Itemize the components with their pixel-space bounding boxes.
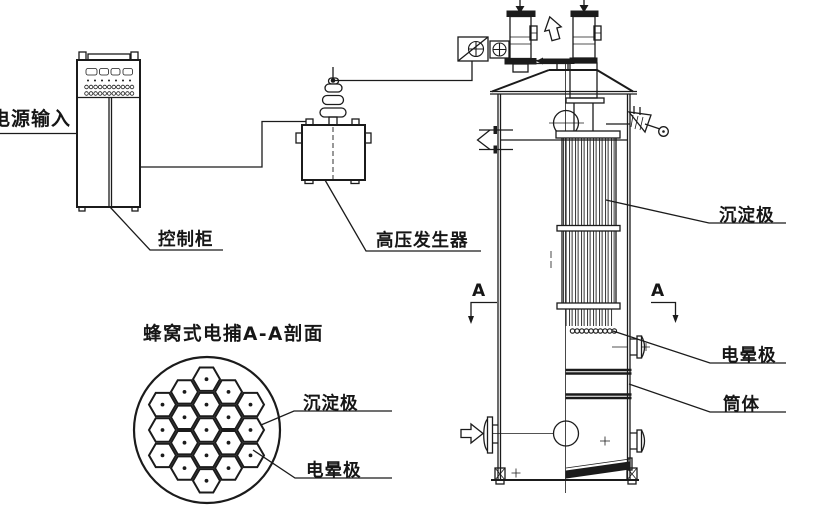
- lifting-davit: [606, 106, 669, 137]
- power-input-label: 电源输入: [0, 108, 72, 130]
- sloped-bottom-plate: [565, 457, 633, 479]
- wall-bracket: [476, 126, 513, 154]
- insulator-stack: [319, 67, 347, 126]
- control-cabinet-label: 控制柜: [158, 230, 214, 250]
- section-marker-right-lines: [651, 301, 679, 323]
- fan-icon: [467, 40, 485, 58]
- gas-inlet-arrow: [460, 422, 485, 445]
- hv-cable: [330, 61, 473, 83]
- cross-section-settling-electrode-label: 沉淀极: [303, 394, 359, 414]
- control-knobs: [84, 84, 135, 96]
- settling-electrode-label: 沉淀极: [719, 206, 775, 226]
- section-marker-a-right: A: [651, 281, 665, 301]
- damper-assembly: [457, 36, 510, 62]
- gas-flow-up-arrow: [543, 15, 563, 42]
- hv-transformer: [295, 67, 372, 185]
- manhole-bottom: [552, 420, 580, 447]
- vessel-base: [491, 467, 639, 485]
- precipitator-vessel: [460, 0, 669, 493]
- down-arrow-icon: [515, 6, 525, 14]
- gas-inlet: [460, 416, 553, 454]
- section-marker-a-left: A: [472, 281, 486, 301]
- cross-section-corona-electrode-label: 电晕极: [306, 461, 362, 481]
- tube-bundle: [550, 130, 621, 334]
- shell-bands: [565, 368, 632, 400]
- leader-lines: [109, 179, 786, 479]
- indicator-lights: [87, 79, 131, 82]
- cross-section-title: 蜂窝式电捕A-A剖面: [143, 324, 324, 345]
- cabinet-to-transformer-wire: [140, 120, 307, 168]
- shell-body-label: 筒体: [723, 395, 760, 415]
- valve-icon: [492, 42, 507, 57]
- control-cabinet: [76, 51, 141, 212]
- insulator-left: [504, 0, 538, 73]
- indicator-displays: [85, 68, 133, 76]
- insulator-right: [565, 0, 605, 131]
- section-marker-left-lines: [468, 301, 497, 324]
- down-arrow-icon: [579, 5, 589, 13]
- hv-generator-label: 高压发生器: [376, 231, 469, 251]
- nozzle-right-upper: [612, 335, 650, 359]
- corona-electrode-label: 电晕极: [721, 346, 777, 366]
- honeycomb-cross-section: [132, 355, 282, 505]
- nozzle-right-lower: [600, 429, 646, 453]
- corona-electrode-weights: [569, 328, 618, 334]
- honeycomb-cells: [148, 366, 265, 494]
